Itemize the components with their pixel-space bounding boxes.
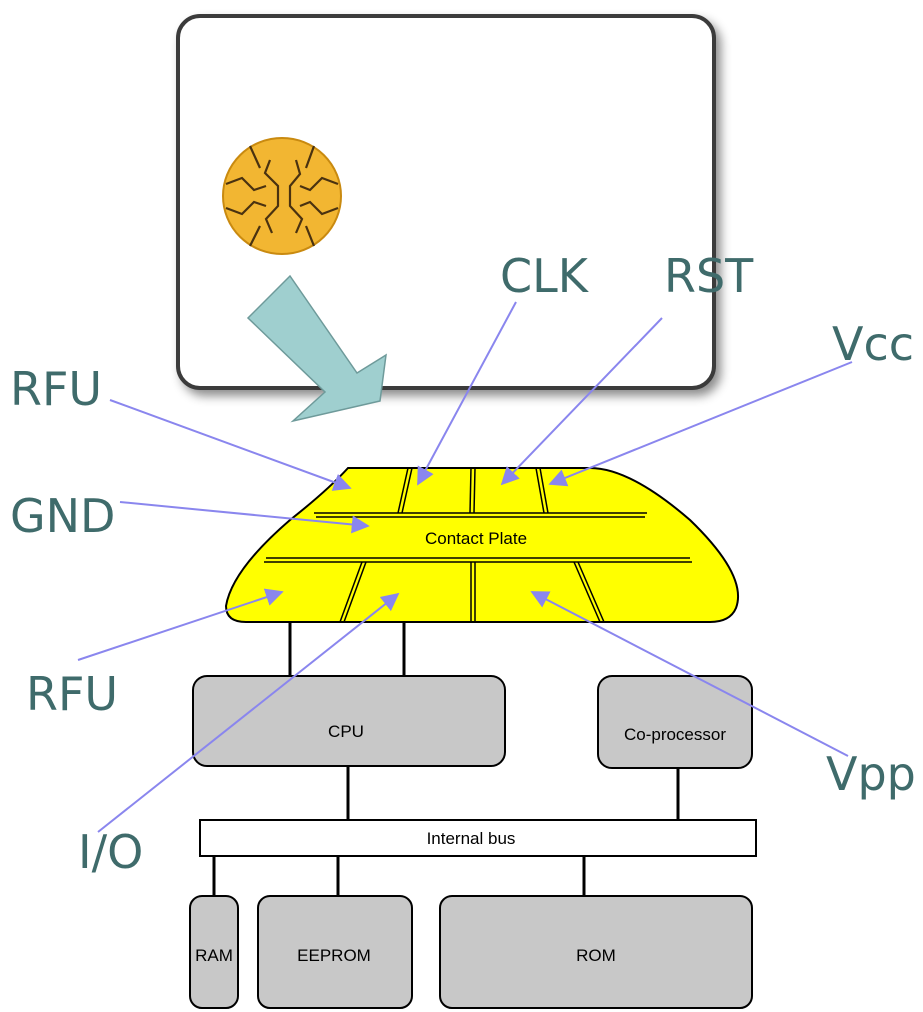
pointer-rfu-bottom (77, 588, 284, 661)
pointer-io (97, 592, 400, 833)
label-rst: RST (664, 249, 754, 303)
eeprom-label: EEPROM (297, 946, 371, 965)
contact-plate: Contact Plate (224, 467, 740, 623)
label-io: I/O (78, 825, 143, 879)
ram-block (189, 895, 239, 1009)
pointer-clk (417, 301, 517, 486)
zoom-arrow-icon (246, 274, 387, 423)
label-gnd: GND (10, 489, 115, 543)
contact-plate-label: Contact Plate (425, 529, 527, 548)
pointer-vcc (548, 361, 853, 487)
pointer-gnd (119, 501, 370, 534)
internal-bus (199, 819, 757, 857)
label-rfu-top: RFU (10, 362, 102, 416)
connector-wires (212, 622, 680, 896)
smart-card (176, 14, 716, 390)
cpu-block (192, 675, 506, 767)
label-vpp: Vpp (826, 747, 916, 801)
internal-bus-label: Internal bus (427, 829, 516, 848)
pointer-rfu-top (109, 399, 352, 491)
pointer-lines (77, 301, 853, 833)
label-rfu-bottom: RFU (26, 667, 118, 721)
rom-label: ROM (576, 946, 616, 965)
cpu-label: CPU (328, 722, 364, 741)
pin-labels: RFU GND RFU I/O CLK RST Vcc Vpp (10, 249, 916, 879)
pointer-vpp (530, 591, 849, 757)
coprocessor-block (597, 675, 753, 769)
ram-label: RAM (195, 946, 233, 965)
coprocessor-label: Co-processor (624, 725, 726, 744)
label-clk: CLK (500, 249, 590, 303)
chip-icon (222, 137, 342, 255)
pointer-rst (500, 317, 663, 486)
label-vcc: Vcc (832, 317, 914, 371)
eeprom-block (257, 895, 413, 1009)
rom-block (439, 895, 753, 1009)
